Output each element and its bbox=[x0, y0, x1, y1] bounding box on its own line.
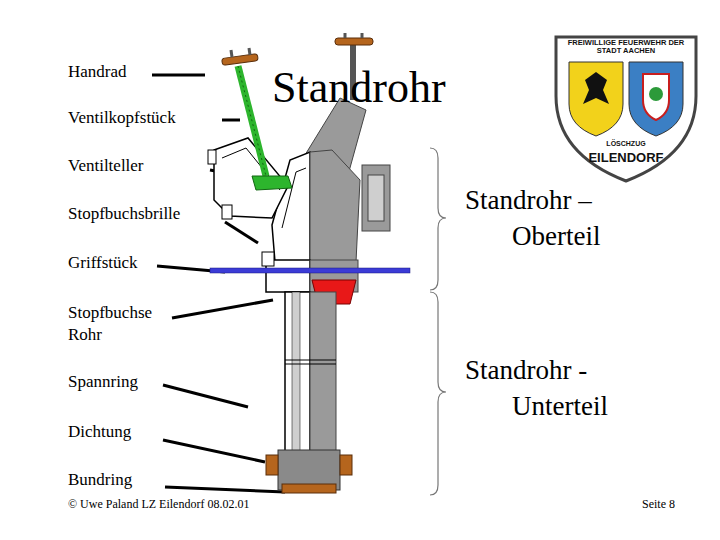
part-label: Stopfbuchse bbox=[68, 303, 152, 323]
part-label: Stopfbuchsbrille bbox=[68, 204, 180, 224]
leader-line bbox=[163, 385, 248, 407]
part-label: Dichtung bbox=[68, 422, 131, 442]
leader-line bbox=[225, 222, 258, 243]
part-label: Griffstück bbox=[68, 253, 138, 273]
logo-text: EILENDORF bbox=[567, 151, 685, 165]
handwheel-spoke bbox=[361, 33, 364, 38]
coat-of-arms bbox=[569, 62, 623, 136]
clamp-ring bbox=[340, 455, 352, 475]
handwheel-spoke bbox=[249, 48, 250, 55]
logo-shield: FREIWILLIGE FEUERWEHR DER STADT AACHEN LÖ… bbox=[553, 34, 699, 184]
section-label: Standrohr - Unterteil bbox=[465, 352, 625, 425]
emblem-symbol bbox=[649, 87, 663, 101]
outlet-coupling bbox=[362, 165, 390, 231]
part-label: Rohr bbox=[68, 325, 102, 345]
outlet-coupling bbox=[368, 175, 384, 221]
leader-line bbox=[163, 440, 265, 462]
leader-line bbox=[222, 119, 240, 122]
coat-of-arms bbox=[629, 62, 683, 136]
leader-line bbox=[165, 487, 285, 492]
collar-ring bbox=[282, 484, 336, 493]
section-label: Standrohr – Oberteil bbox=[465, 182, 625, 255]
part-label: Bundring bbox=[68, 470, 132, 490]
leader-line bbox=[152, 74, 205, 77]
handwheel-spoke bbox=[231, 50, 232, 57]
eagle-symbol bbox=[583, 72, 609, 104]
handwheel-spoke bbox=[344, 33, 347, 38]
handwheel bbox=[335, 33, 373, 45]
copyright-note: © Uwe Paland LZ Eilendorf 08.02.01 bbox=[68, 497, 249, 511]
valve-plate bbox=[252, 176, 292, 190]
leader-lines bbox=[152, 75, 285, 492]
valve-body bbox=[310, 150, 360, 262]
spindle bbox=[238, 66, 266, 176]
grip-bar bbox=[210, 268, 410, 273]
clamp-ring bbox=[266, 455, 278, 475]
brace bbox=[430, 292, 446, 495]
handwheel bbox=[222, 48, 259, 65]
pipe-wall bbox=[292, 292, 300, 457]
pipe bbox=[310, 292, 336, 457]
part-label: Handrad bbox=[68, 62, 127, 82]
nut bbox=[208, 150, 216, 164]
pipe-break bbox=[285, 360, 336, 361]
handwheel-rim bbox=[222, 54, 259, 66]
emblem-symbol bbox=[643, 74, 669, 120]
slide-title: Standrohr bbox=[272, 66, 446, 110]
nut bbox=[262, 252, 274, 266]
nut bbox=[222, 205, 232, 219]
leader-line bbox=[172, 300, 273, 318]
logo-text: FREIWILLIGE FEUERWEHR DER STADT AACHEN bbox=[567, 39, 685, 56]
part-label: Spannring bbox=[68, 372, 138, 392]
part-label: Ventilteller bbox=[68, 156, 144, 176]
spindle-thread bbox=[238, 66, 266, 176]
pipe-section bbox=[285, 292, 310, 457]
handwheel-rim bbox=[335, 38, 373, 45]
shield-border bbox=[556, 37, 696, 181]
part-label: Ventilkopfstück bbox=[68, 108, 176, 128]
logo-text: LÖSCHZUG bbox=[567, 140, 685, 148]
pipe-break bbox=[285, 364, 336, 365]
brace bbox=[430, 148, 446, 290]
page-number: Seite 8 bbox=[560, 497, 675, 511]
